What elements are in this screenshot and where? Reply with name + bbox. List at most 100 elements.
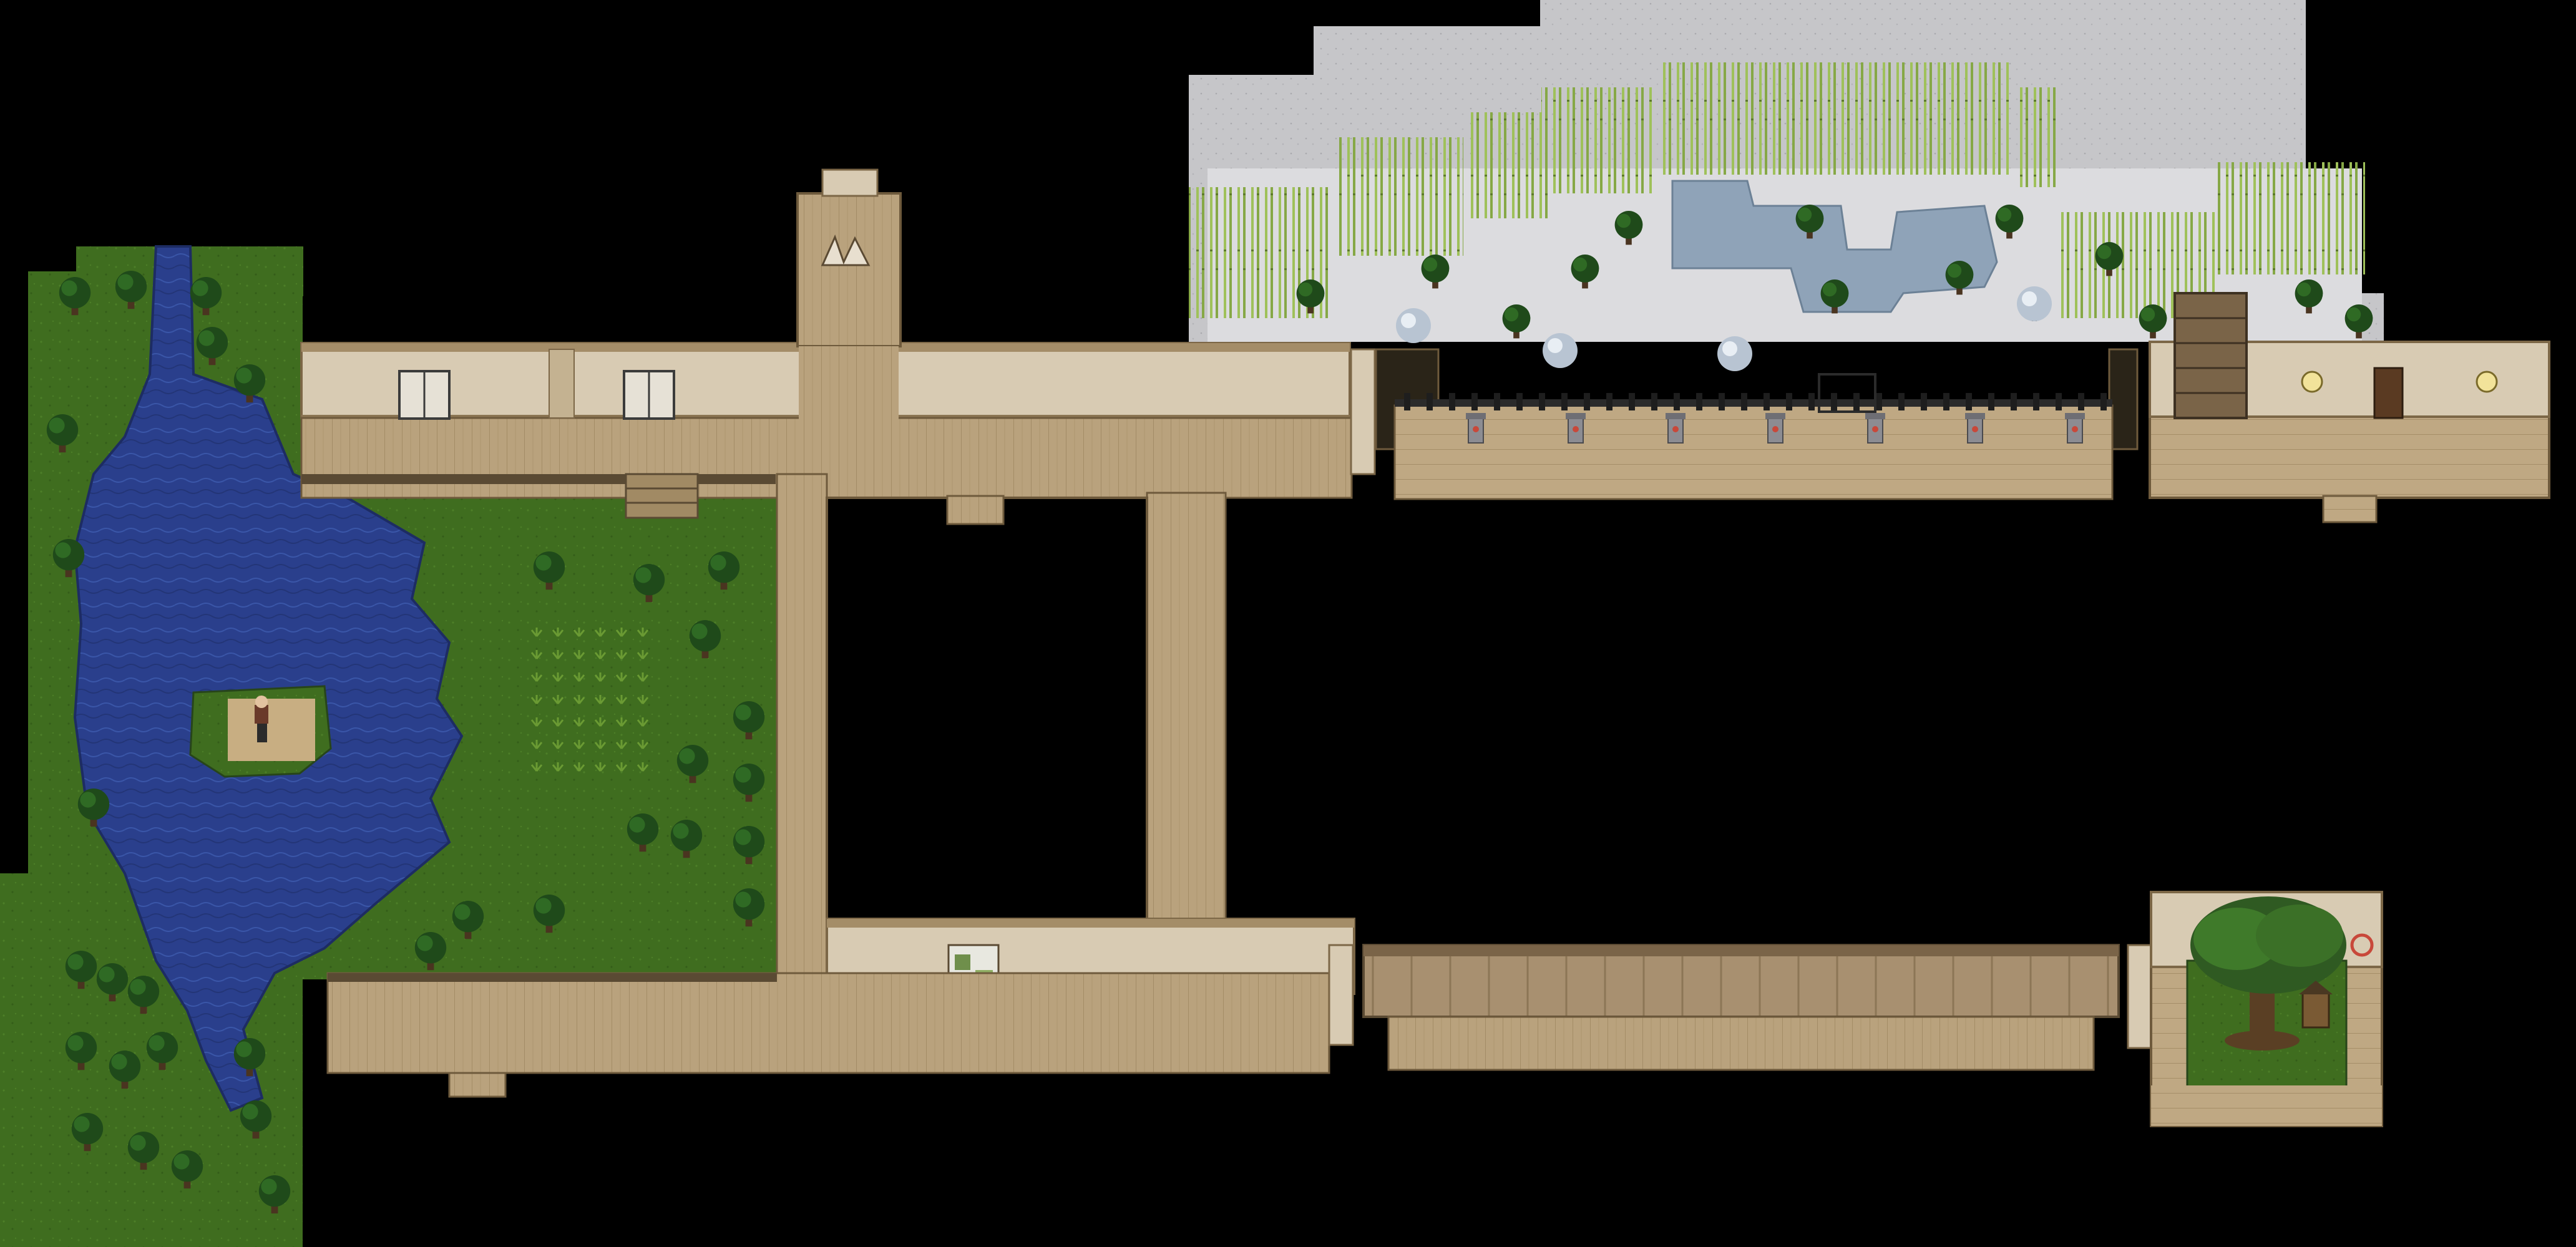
crop-icon	[530, 717, 543, 727]
crop-icon	[615, 628, 628, 637]
tree-icon	[689, 620, 721, 659]
deer-statue-icon[interactable]	[821, 234, 871, 266]
pond-garden-region	[0, 245, 777, 1247]
crop-icon	[637, 740, 649, 749]
crop-icon	[552, 695, 564, 704]
snow-trees	[1296, 205, 2373, 371]
frozen-pool	[1671, 180, 1998, 313]
crop-icon	[552, 762, 564, 772]
pond-water	[73, 245, 464, 1112]
crop-icon	[594, 695, 607, 704]
crop-icon	[615, 717, 628, 727]
crop-icon	[573, 695, 585, 704]
stone-lantern-icon[interactable]	[1466, 413, 1486, 444]
tree-icon	[65, 1032, 97, 1070]
great-tree-shrine-region	[2127, 891, 2383, 1127]
tree-icon	[1614, 211, 1643, 245]
tree-icon	[71, 1113, 104, 1152]
great-tree-icon[interactable]	[2190, 896, 2346, 1050]
snowy-tree-icon	[1543, 333, 1578, 368]
tree-icon	[627, 813, 659, 852]
crop-icon	[573, 740, 585, 749]
lantern-icon[interactable]	[2476, 371, 2498, 393]
crop-icon	[530, 762, 543, 772]
crop-icon	[594, 672, 607, 682]
stone-lantern-icon[interactable]	[1865, 413, 1885, 444]
tree-icon	[733, 888, 765, 927]
stone-lantern-icon[interactable]	[1666, 413, 1686, 444]
tree-icon	[127, 1132, 160, 1170]
tree-icon	[633, 564, 665, 603]
lantern-icon[interactable]	[2301, 371, 2323, 393]
door-icon[interactable]	[398, 370, 451, 420]
tree-icon	[533, 895, 565, 933]
tree-icon	[233, 364, 266, 403]
crop-icon	[637, 628, 649, 637]
player-character-icon[interactable]	[255, 696, 268, 742]
tree-icon	[452, 901, 484, 939]
tree-icon	[52, 539, 85, 578]
tree-icon	[65, 951, 97, 989]
crop-icon	[530, 628, 543, 637]
tree-icon	[77, 788, 110, 827]
east-room-region	[2149, 292, 2550, 523]
tree-icon	[59, 277, 91, 316]
tree-icon	[233, 1038, 266, 1077]
tree-icon	[708, 551, 740, 590]
crop-icon	[573, 650, 585, 659]
garden-crops	[530, 628, 649, 772]
tree-icon	[171, 1150, 203, 1189]
tree-icon	[733, 826, 765, 865]
stone-lantern-icon[interactable]	[1566, 413, 1586, 444]
tree-icon	[1795, 205, 1824, 239]
tree-icon	[258, 1175, 291, 1214]
tree-icon	[2344, 304, 2373, 339]
tree-icon	[2295, 279, 2323, 314]
crop-icon	[637, 650, 649, 659]
stone-lantern-icon[interactable]	[2065, 413, 2085, 444]
crop-icon	[530, 740, 543, 749]
crop-icon	[573, 672, 585, 682]
crop-icon	[615, 672, 628, 682]
crop-icon	[637, 695, 649, 704]
tree-icon	[190, 277, 222, 316]
tree-icon	[1571, 255, 1599, 289]
tree-icon	[196, 327, 228, 366]
crop-icon	[552, 740, 564, 749]
life-ring-icon[interactable]	[2350, 933, 2374, 957]
crop-icon	[573, 717, 585, 727]
crop-icon	[552, 672, 564, 682]
stairs-icon[interactable]	[2174, 292, 2248, 419]
tree-icon	[1820, 279, 1849, 314]
tree-icon	[240, 1100, 272, 1139]
shrine-icon[interactable]	[2299, 981, 2333, 1029]
crop-icon	[615, 740, 628, 749]
mansion-corridors-region	[300, 168, 1376, 1098]
tree-icon	[733, 764, 765, 802]
tree-icon	[733, 701, 765, 740]
crop-icon	[615, 650, 628, 659]
stone-lantern-icon[interactable]	[1965, 413, 1985, 444]
door-icon[interactable]	[623, 370, 675, 420]
crop-icon	[573, 762, 585, 772]
crop-icon	[637, 762, 649, 772]
veranda-fence	[1404, 393, 2107, 410]
stone-lantern-icon[interactable]	[1765, 413, 1785, 444]
crop-icon	[594, 740, 607, 749]
tree-icon	[1296, 279, 1325, 314]
crop-icon	[615, 695, 628, 704]
tree-icon	[96, 963, 129, 1002]
snowy-tree-icon	[1396, 308, 1431, 343]
stairs-icon[interactable]	[625, 473, 699, 519]
crop-icon	[573, 628, 585, 637]
tree-icon	[46, 414, 79, 453]
tree-icon	[127, 976, 160, 1014]
tree-icon	[1421, 255, 1450, 289]
tree-icon	[676, 745, 709, 784]
crop-icon	[530, 672, 543, 682]
crop-icon	[594, 717, 607, 727]
snowy-tree-icon	[1717, 336, 1752, 371]
tree-icon	[670, 820, 703, 858]
door-icon[interactable]	[2373, 367, 2404, 419]
